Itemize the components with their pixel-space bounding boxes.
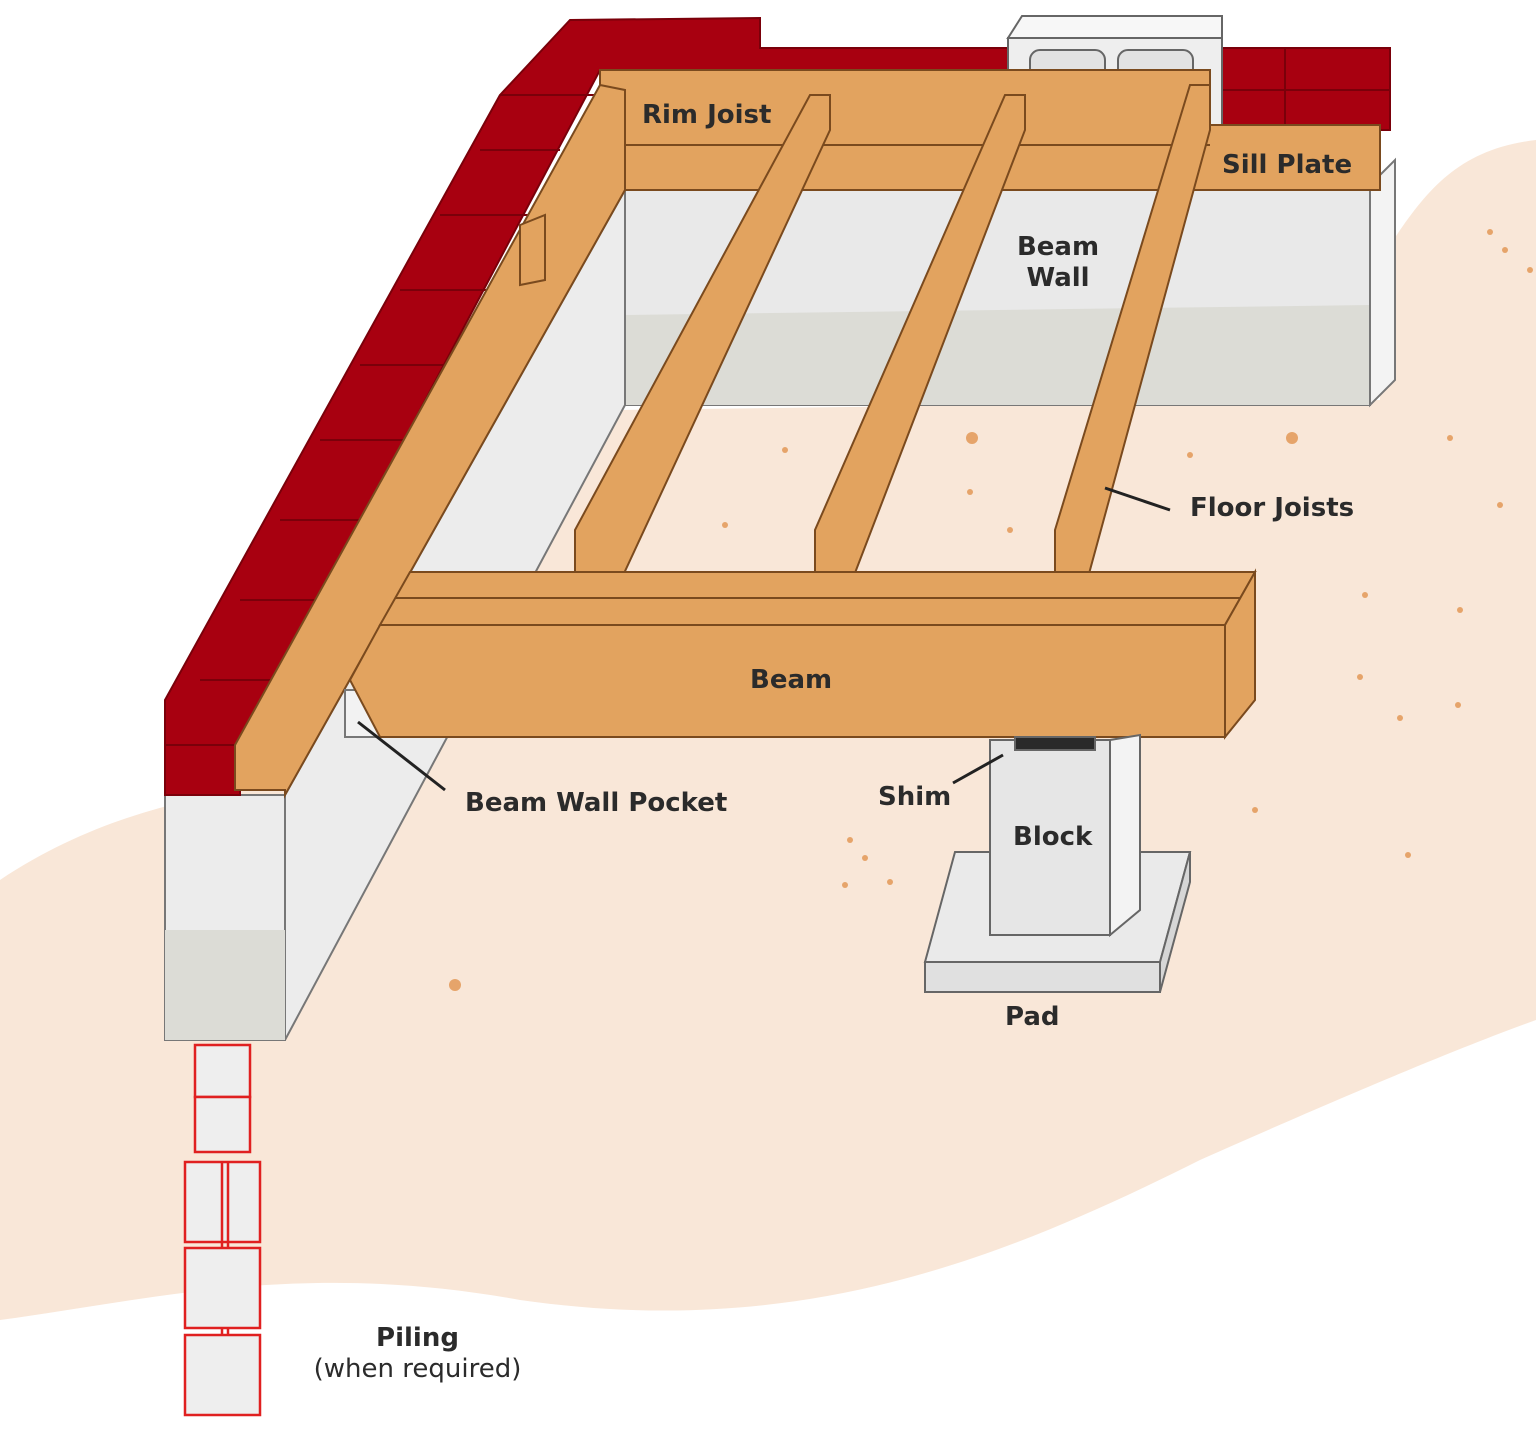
label-block: Block: [1013, 822, 1093, 852]
label-piling-title: Piling: [376, 1323, 459, 1353]
label-shim: Shim: [878, 782, 952, 812]
label-beam-wall-line1: Beam: [1016, 232, 1100, 262]
label-piling-note: (when required): [313, 1354, 522, 1385]
label-beam: Beam: [750, 665, 833, 695]
label-pad: Pad: [1005, 1002, 1060, 1032]
soil-specks: [449, 229, 1533, 991]
label-rim-joist: Rim Joist: [642, 100, 772, 130]
floor-joists: [574, 84, 1211, 626]
beam-wall: [624, 157, 1396, 408]
shim: [1014, 736, 1096, 751]
label-floor-joists: Floor Joists: [1190, 493, 1355, 523]
support-pier: [923, 733, 1192, 993]
label-beam-wall: Beam Wall: [1008, 232, 1108, 294]
piling: [183, 1043, 262, 1417]
label-piling: Piling (when required): [300, 1323, 535, 1385]
label-beam-wall-pocket: Beam Wall Pocket: [465, 788, 728, 818]
label-sill-plate: Sill Plate: [1222, 150, 1353, 180]
beam: [348, 568, 1257, 740]
leader-lines: [357, 486, 1171, 792]
label-beam-wall-line2: Wall: [1026, 263, 1090, 294]
